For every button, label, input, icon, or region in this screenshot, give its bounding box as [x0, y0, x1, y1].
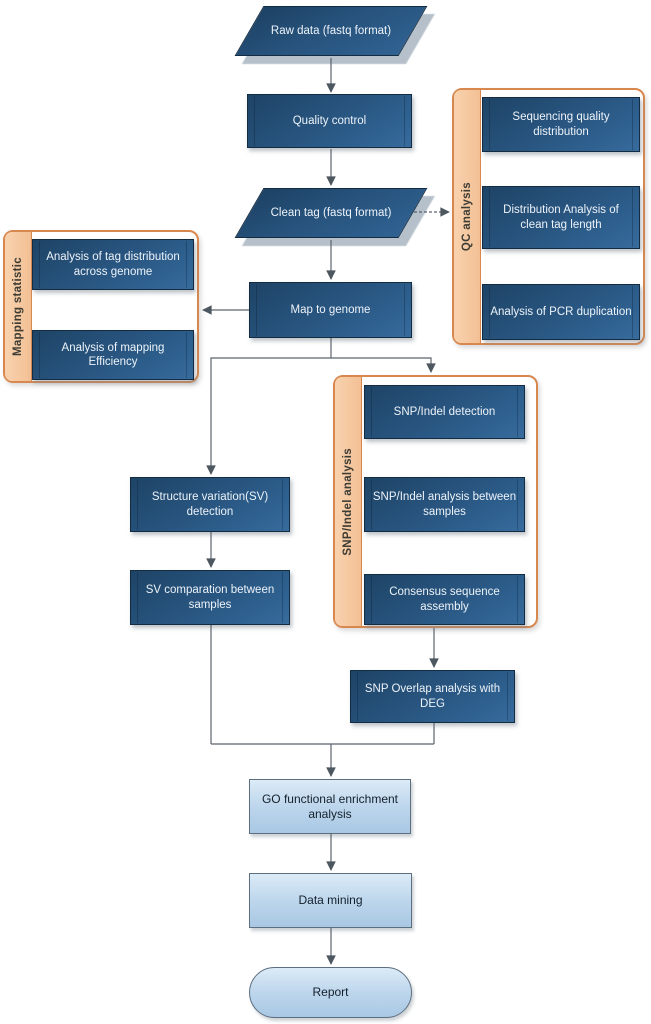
node-distribution-analysis-clean-tag-length-label: Distribution Analysis of clean tag lengt…: [503, 204, 619, 231]
node-consensus-sequence-assembly: Consensus sequence assembly: [364, 574, 525, 625]
node-report-label: Report: [312, 985, 349, 999]
node-sequencing-quality-distribution: Sequencing quality distribution: [482, 97, 640, 152]
node-analysis-pcr-duplication: Analysis of PCR duplication: [482, 284, 640, 340]
node-quality-control: Quality control: [247, 94, 412, 148]
node-sequencing-quality-distribution-label: Sequencing quality distribution: [512, 111, 610, 138]
node-map-to-genome: Map to genome: [249, 282, 412, 338]
group-qc-analysis-sidebar: QC analysis: [454, 90, 481, 343]
node-analysis-mapping-efficiency-label: Analysis of mapping Efficiency: [61, 341, 165, 368]
node-snp-overlap-analysis-deg-label: SNP Overlap analysis with DEG: [364, 683, 501, 710]
node-sv-comparation-between-samples-label: SV comparation between samples: [145, 584, 275, 611]
node-clean-tag: Clean tag (fastq format): [234, 188, 428, 238]
node-snp-indel-detection: SNP/Indel detection: [364, 385, 525, 439]
node-go-functional-enrichment-label: GO functional enrichment analysis: [261, 791, 399, 821]
node-raw-data-label: Raw data (fastq format): [270, 24, 392, 37]
node-snp-indel-analysis-between-samples: SNP/Indel analysis between samples: [364, 477, 525, 532]
group-mapping-statistic: Mapping statistic Analysis of tag distri…: [3, 230, 199, 383]
node-analysis-tag-distribution-genome-label: Analysis of tag distribution across geno…: [46, 251, 180, 278]
connector-branch-to-svdetection: [206, 357, 331, 475]
node-clean-tag-label: Clean tag (fastq format): [270, 206, 392, 219]
node-raw-data: Raw data (fastq format): [234, 6, 428, 56]
group-qc-analysis-title: QC analysis: [461, 181, 473, 252]
node-snp-indel-analysis-between-samples-label: SNP/Indel analysis between samples: [372, 491, 517, 518]
group-snp-indel-analysis: SNP/Indel analysis SNP/Indel detection S…: [333, 375, 538, 628]
node-distribution-analysis-clean-tag-length: Distribution Analysis of clean tag lengt…: [482, 186, 640, 249]
node-snp-overlap-analysis-deg: SNP Overlap analysis with DEG: [350, 670, 515, 723]
connector-branch-to-snpgroup: [331, 357, 436, 373]
node-analysis-mapping-efficiency: Analysis of mapping Efficiency: [32, 330, 194, 380]
node-consensus-sequence-assembly-label: Consensus sequence assembly: [389, 586, 500, 613]
node-structure-variation-detection: Structure variation(SV) detection: [130, 477, 290, 532]
group-snp-indel-analysis-title: SNP/Indel analysis: [342, 447, 354, 556]
node-data-mining: Data mining: [249, 873, 412, 928]
node-map-to-genome-label: Map to genome: [290, 303, 371, 316]
group-mapping-statistic-title: Mapping statistic: [12, 256, 24, 357]
node-data-mining-label: Data mining: [298, 893, 363, 907]
group-snp-indel-analysis-sidebar: SNP/Indel analysis: [335, 377, 362, 626]
node-go-functional-enrichment: GO functional enrichment analysis: [249, 779, 411, 834]
node-quality-control-label: Quality control: [292, 114, 367, 127]
node-analysis-pcr-duplication-label: Analysis of PCR duplication: [490, 305, 632, 318]
node-snp-indel-detection-label: SNP/Indel detection: [393, 405, 496, 418]
node-sv-comparation-between-samples: SV comparation between samples: [130, 570, 290, 625]
node-analysis-tag-distribution-genome: Analysis of tag distribution across geno…: [32, 239, 194, 290]
group-qc-analysis: QC analysis Sequencing quality distribut…: [452, 88, 645, 345]
group-mapping-statistic-sidebar: Mapping statistic: [5, 232, 32, 381]
node-report: Report: [249, 967, 412, 1018]
node-structure-variation-detection-label: Structure variation(SV) detection: [151, 491, 269, 518]
